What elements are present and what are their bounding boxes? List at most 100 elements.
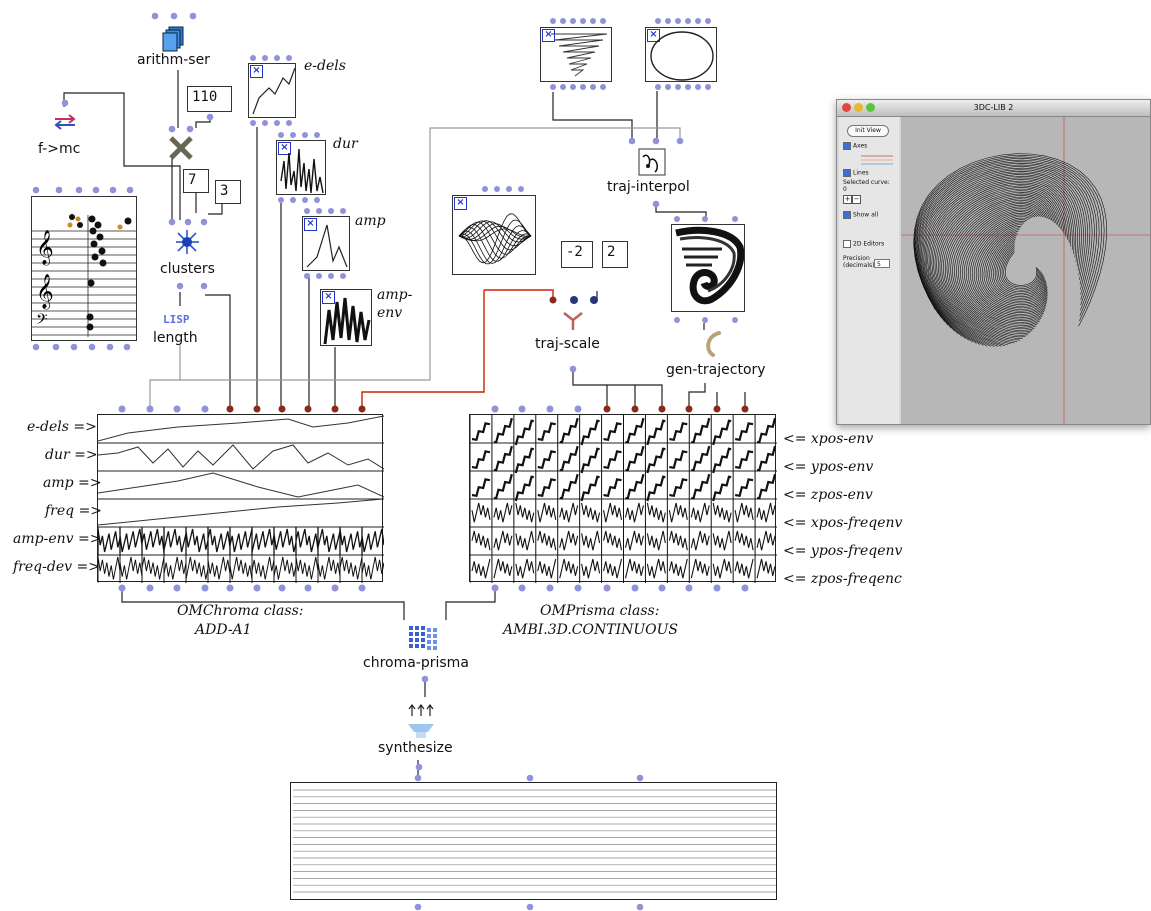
traj-scale-outlet[interactable]: [568, 364, 578, 374]
chroma-prisma-label: chroma-prisma: [363, 655, 469, 671]
synthesize-outlet[interactable]: [414, 762, 424, 772]
show-all-check-icon: [843, 211, 851, 219]
chroma-matrix[interactable]: [97, 414, 383, 582]
e-dels-caption: e-dels: [304, 58, 346, 74]
trajectory-3d-shape: [672, 225, 745, 312]
length-box[interactable]: LISP length: [150, 313, 210, 358]
synthesize-box[interactable]: synthesize: [370, 698, 470, 773]
scale-fork-icon: [562, 309, 584, 331]
chroma-class-caption: OMChroma class:: [177, 603, 304, 619]
amp-miniview[interactable]: ×: [302, 216, 350, 271]
number-box-110[interactable]: 110: [187, 86, 232, 112]
trajectory-3d-miniview[interactable]: [671, 224, 745, 312]
svg-text:𝄞: 𝄞: [36, 274, 54, 310]
3d-viewport[interactable]: [901, 117, 1150, 424]
dur-miniview[interactable]: ×: [276, 140, 326, 195]
trajectories-curves: [453, 196, 536, 275]
precision-label: Precision (decimals): [843, 255, 874, 269]
number-box-2[interactable]: 2: [602, 241, 628, 268]
sound-outlets[interactable]: [290, 901, 780, 911]
dur-bpf-box[interactable]: ×: [276, 131, 326, 205]
number-110-outlet[interactable]: [205, 112, 215, 122]
clusters-outlets[interactable]: [174, 281, 214, 291]
close-window-button[interactable]: [842, 103, 851, 112]
spiral-bpc-outlets[interactable]: [548, 83, 610, 92]
amp-env-bpf-box[interactable]: ×: [320, 280, 372, 348]
chord-seq-inlets[interactable]: [31, 185, 137, 195]
add-curve-button[interactable]: +: [843, 195, 852, 204]
dur-inlets[interactable]: [276, 131, 326, 140]
e-dels-bpf-box[interactable]: ×: [248, 54, 296, 128]
axes-color-legend: [855, 153, 895, 167]
chroma-row-label-6: freq-dev =>: [13, 559, 100, 575]
traj-scale-inlets[interactable]: [547, 294, 607, 306]
init-view-button[interactable]: Init View: [847, 125, 889, 137]
axes-label: Axes: [853, 143, 867, 150]
chord-seq-box[interactable]: 𝄞 𝄞 𝄢: [31, 185, 137, 355]
circle-bpc-box[interactable]: ×: [645, 17, 717, 95]
remove-curve-button[interactable]: −: [852, 195, 861, 204]
axes-check-icon: [843, 142, 851, 150]
trajectories-miniview[interactable]: ×: [452, 195, 536, 275]
traj-interpol-inlets[interactable]: [627, 137, 687, 146]
svg-text:𝄞: 𝄞: [36, 230, 54, 266]
window-titlebar[interactable]: 3DC-LIB 2: [837, 100, 1150, 117]
lines-check-icon: [843, 169, 851, 177]
trajectories-inlets[interactable]: [480, 185, 536, 194]
show-all-checkbox[interactable]: Show all: [843, 211, 878, 219]
amp-env-miniview[interactable]: ×: [320, 289, 372, 346]
number-box-3[interactable]: 3: [215, 180, 241, 204]
axes-checkbox[interactable]: Axes: [843, 142, 867, 150]
circle-bpc-inlets[interactable]: [653, 17, 715, 26]
traj-scale-box[interactable]: traj-scale: [535, 294, 615, 374]
spiral-bpc-box[interactable]: ×: [540, 17, 612, 95]
arithm-ser-box[interactable]: arithm-ser: [133, 12, 213, 72]
dur-outlets[interactable]: [276, 196, 326, 205]
prisma-matrix[interactable]: [469, 414, 776, 582]
chord-seq-outlets[interactable]: [31, 342, 137, 352]
trajectory-3d-outlets[interactable]: [671, 315, 745, 325]
e-dels-outlets[interactable]: [248, 119, 296, 128]
spiral-bpc-inlets[interactable]: [548, 17, 610, 26]
number-box-minus-2[interactable]: -2: [561, 241, 593, 268]
amp-inlets[interactable]: [302, 207, 350, 216]
trajectories-box[interactable]: ×: [452, 185, 536, 285]
show-all-label: Show all: [853, 212, 878, 219]
2d-editors-checkbox[interactable]: 2D Editors: [843, 240, 884, 248]
clusters-box[interactable]: clusters: [155, 218, 225, 293]
trajectory-3d-box[interactable]: [671, 215, 745, 327]
prisma-class-name: AMBI.3D.CONTINUOUS: [503, 622, 678, 638]
chroma-prisma-outlet[interactable]: [420, 674, 430, 684]
dur-curve: [277, 141, 326, 195]
arithm-ser-inlets[interactable]: [151, 12, 201, 22]
e-dels-curve: [249, 64, 296, 118]
score-editor-miniview[interactable]: 𝄞 𝄞 𝄢: [31, 196, 137, 341]
traj-interpol-outlet[interactable]: [651, 199, 661, 209]
lines-checkbox[interactable]: Lines: [843, 169, 869, 177]
3dc-lib-window[interactable]: 3DC-LIB 2 Init View Axes Lines Selected …: [836, 99, 1151, 425]
trajectory-3d-inlets[interactable]: [671, 215, 745, 224]
minimize-window-button[interactable]: [854, 103, 863, 112]
prisma-outlets[interactable]: [470, 582, 780, 594]
f-mc-box[interactable]: f->mc: [35, 98, 95, 163]
chroma-prisma-icon: [407, 622, 441, 654]
chroma-prisma-box[interactable]: chroma-prisma: [360, 616, 480, 686]
chroma-outlets[interactable]: [98, 582, 388, 594]
e-dels-miniview[interactable]: ×: [248, 63, 296, 118]
dur-caption: dur: [333, 136, 358, 152]
sound-file-view[interactable]: [290, 782, 777, 900]
f-mc-inlet[interactable]: [60, 98, 70, 108]
traj-interpol-box[interactable]: traj-interpol: [605, 137, 705, 209]
circle-bpc-outlets[interactable]: [653, 83, 715, 92]
gen-trajectory-box[interactable]: gen-trajectory: [663, 330, 773, 386]
zoom-window-button[interactable]: [866, 103, 875, 112]
multiply-icon[interactable]: [162, 124, 202, 164]
spiral-bpc-miniview[interactable]: ×: [540, 27, 612, 82]
amp-bpf-box[interactable]: ×: [302, 207, 350, 281]
number-box-7[interactable]: 7: [183, 169, 209, 193]
circle-bpc-miniview[interactable]: ×: [645, 27, 717, 82]
clusters-inlets[interactable]: [166, 218, 216, 228]
e-dels-inlets[interactable]: [248, 54, 296, 63]
precision-input[interactable]: 5: [874, 259, 890, 268]
lisp-icon: LISP: [163, 313, 190, 326]
